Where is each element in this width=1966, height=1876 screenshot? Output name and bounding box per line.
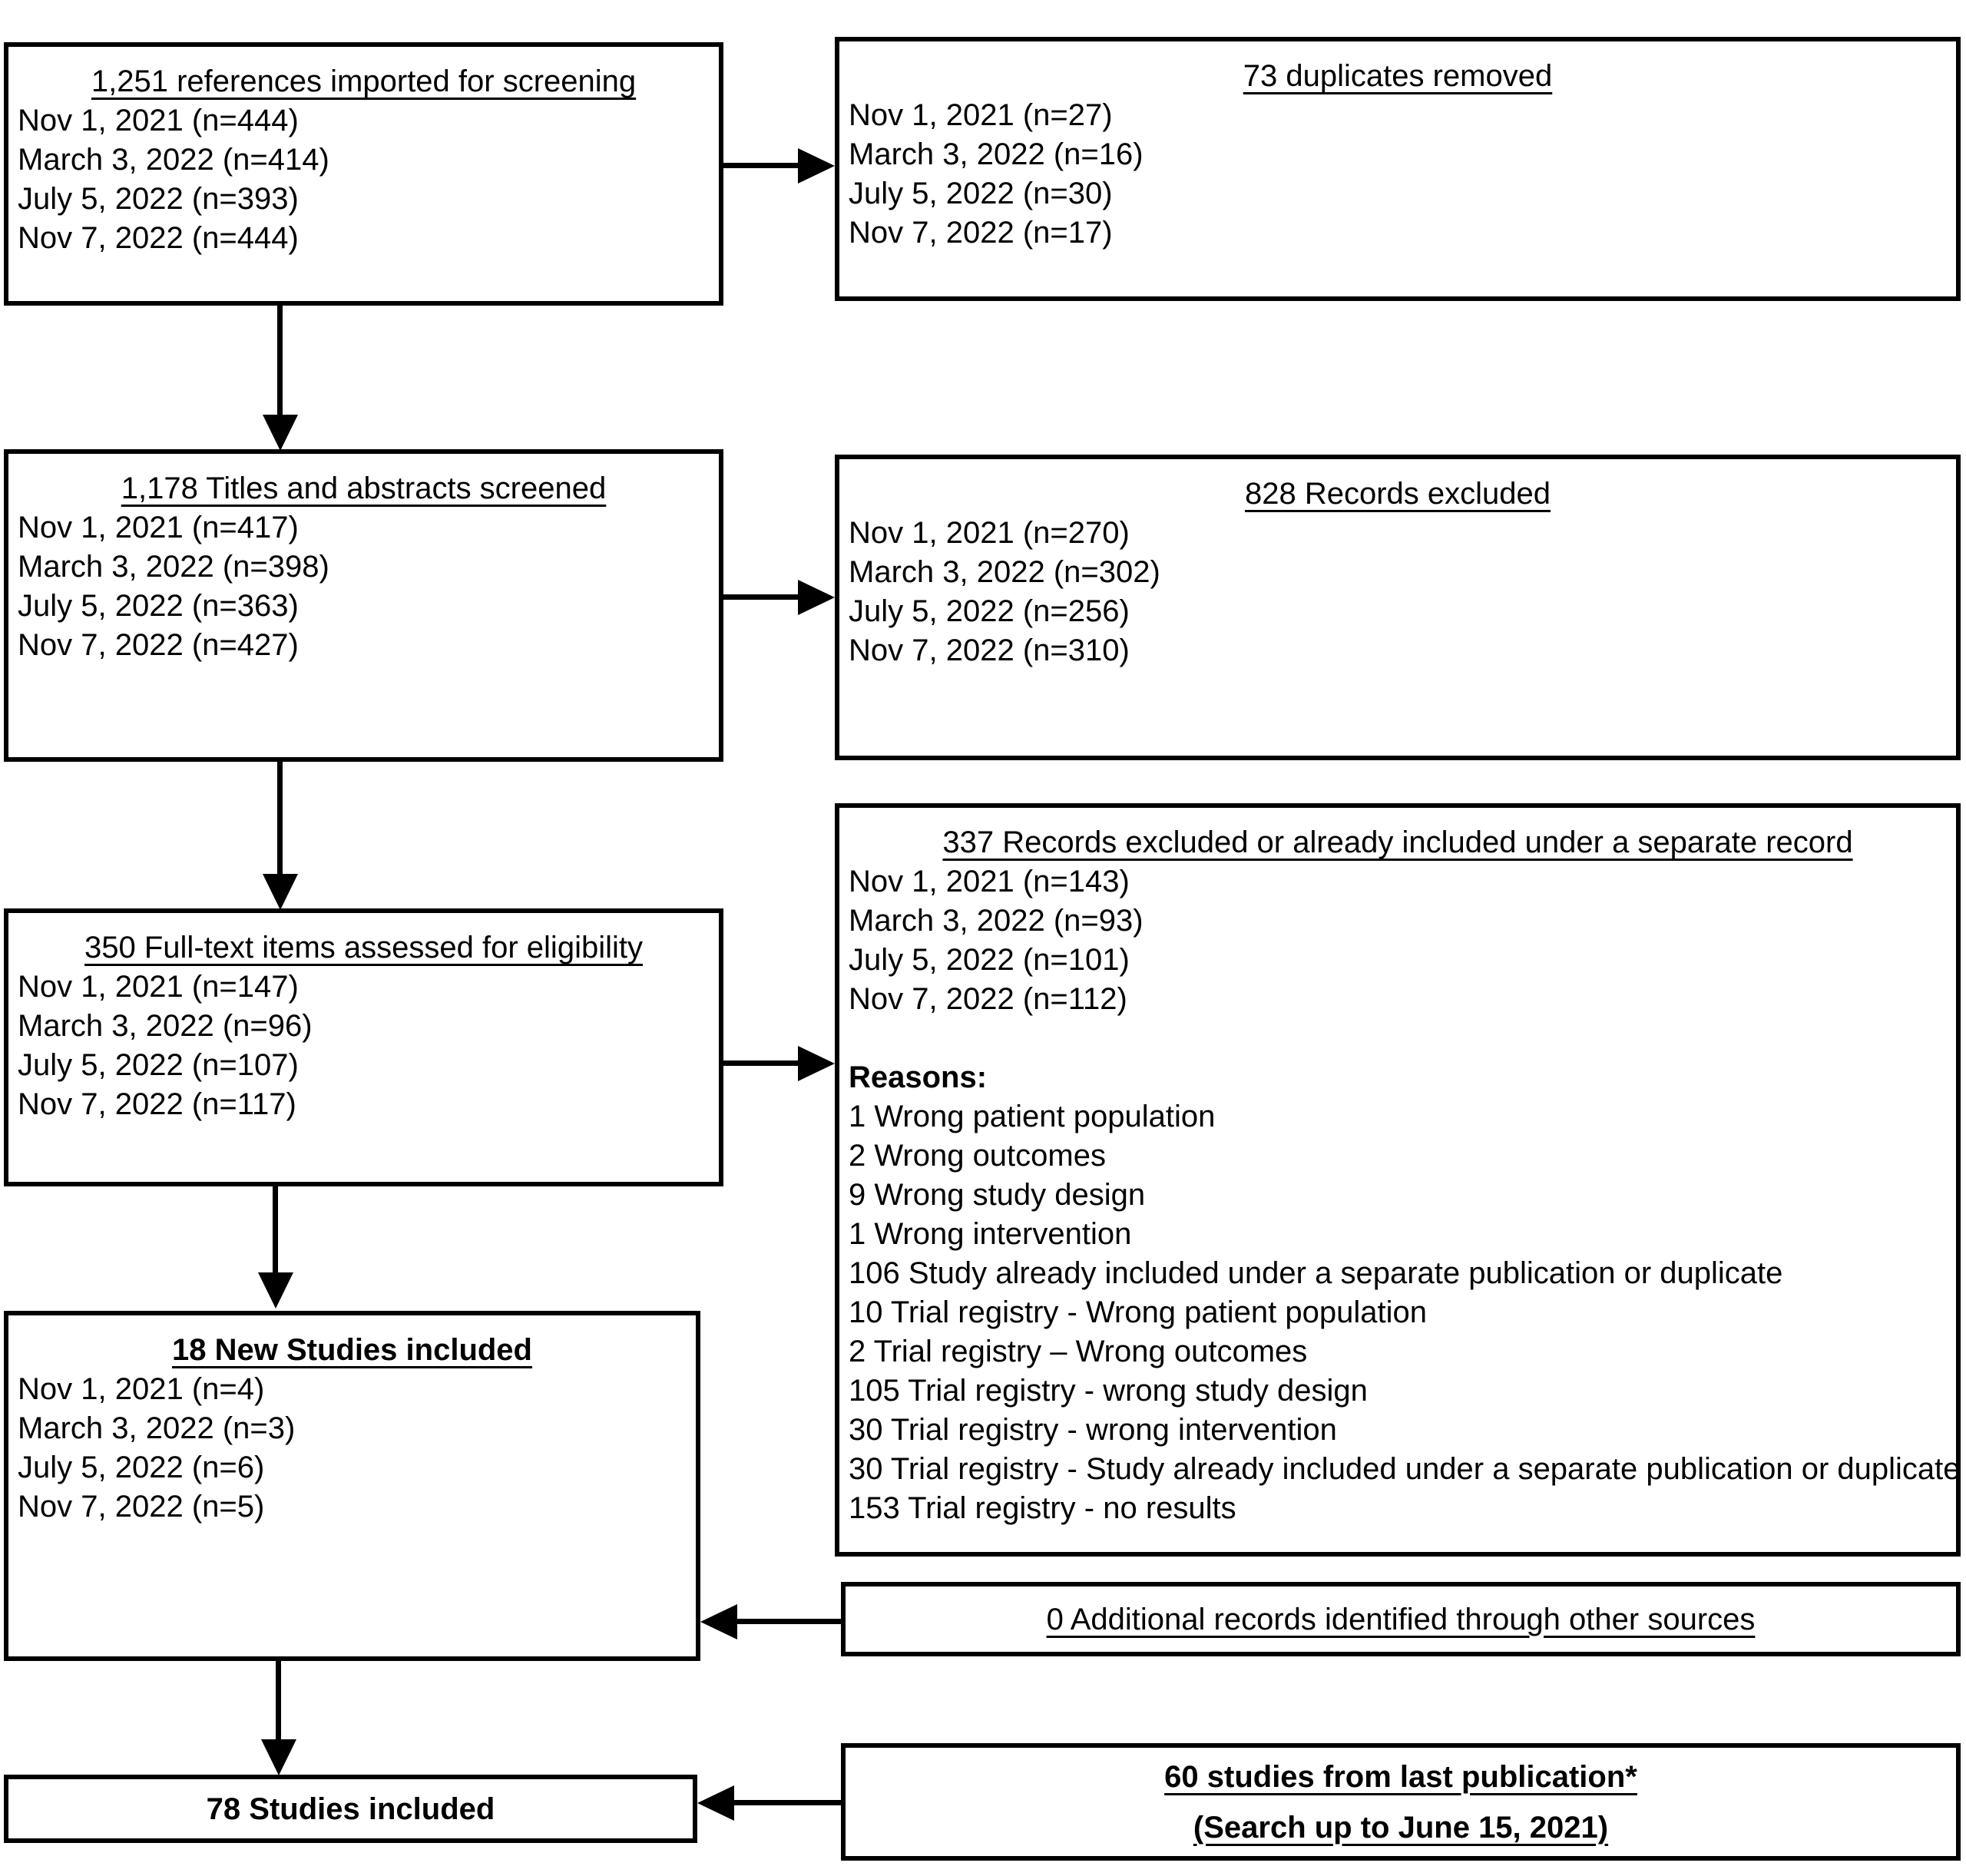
- reason-item: 1 Wrong intervention: [849, 1217, 1132, 1251]
- reason-item: 2 Wrong outcomes: [849, 1139, 1106, 1173]
- date-count-line: Nov 1, 2021 (n=417): [18, 511, 299, 544]
- arrow-additional-to-new-studies-head: [700, 1604, 737, 1639]
- box-last-publication-title-line2: (Search up to June 15, 2021): [1193, 1802, 1608, 1853]
- reason-item: 10 Trial registry - Wrong patient popula…: [849, 1295, 1427, 1329]
- box-fulltext-excluded-lines: Nov 1, 2021 (n=143) March 3, 2022 (n=93)…: [839, 862, 1956, 1019]
- reason-item: 9 Wrong study design: [849, 1178, 1146, 1212]
- box-titles-screened-lines: Nov 1, 2021 (n=417) March 3, 2022 (n=398…: [8, 508, 719, 665]
- date-count-line: July 5, 2022 (n=6): [18, 1451, 265, 1484]
- date-count-line: July 5, 2022 (n=256): [849, 594, 1130, 628]
- date-count-line: Nov 1, 2021 (n=143): [849, 865, 1130, 898]
- box-records-excluded: 828 Records excluded Nov 1, 2021 (n=270)…: [835, 455, 1961, 760]
- arrow-imported-to-duplicates-head: [798, 148, 835, 184]
- box-records-excluded-title: 828 Records excluded: [839, 475, 1956, 514]
- arrow-screened-to-fulltext-head: [263, 874, 298, 910]
- box-fulltext-assessed-title: 350 Full-text items assessed for eligibi…: [8, 928, 719, 968]
- box-references-imported: 1,251 references imported for screening …: [4, 42, 723, 306]
- box-titles-screened-title: 1,178 Titles and abstracts screened: [8, 469, 719, 508]
- date-count-line: Nov 1, 2021 (n=147): [18, 970, 299, 1004]
- box-last-publication-title-line1: 60 studies from last publication*: [1164, 1752, 1637, 1802]
- arrow-fulltext-to-fulltext-excluded-line: [723, 1060, 800, 1066]
- date-count-line: March 3, 2022 (n=414): [18, 143, 329, 177]
- box-fulltext-assessed-title-text: 350 Full-text items assessed for eligibi…: [84, 931, 643, 964]
- arrow-fulltext-to-new-studies-head: [258, 1272, 293, 1309]
- date-count-line: Nov 1, 2021 (n=4): [18, 1372, 265, 1406]
- date-count-line: Nov 7, 2022 (n=5): [18, 1490, 265, 1524]
- box-fulltext-excluded-title-text: 337 Records excluded or already included…: [942, 826, 1853, 859]
- box-last-publication-title-line1-text: 60 studies from last publication*: [1164, 1759, 1637, 1794]
- date-count-line: Nov 1, 2021 (n=270): [849, 516, 1130, 550]
- arrow-last-publication-to-total-head: [697, 1785, 734, 1821]
- reason-item: 153 Trial registry - no results: [849, 1491, 1236, 1525]
- box-fulltext-assessed-lines: Nov 1, 2021 (n=147) March 3, 2022 (n=96)…: [8, 968, 719, 1124]
- box-fulltext-assessed: 350 Full-text items assessed for eligibi…: [4, 908, 723, 1186]
- box-titles-screened: 1,178 Titles and abstracts screened Nov …: [4, 449, 723, 762]
- box-last-publication: 60 studies from last publication* (Searc…: [841, 1743, 1961, 1861]
- exclusion-reasons: Reasons: 1 Wrong patient population 2 Wr…: [839, 1058, 1961, 1528]
- box-additional-records-title: 0 Additional records identified through …: [1047, 1594, 1756, 1645]
- arrow-screened-to-fulltext-line: [277, 762, 283, 877]
- date-count-line: Nov 7, 2022 (n=427): [18, 628, 299, 662]
- date-count-line: Nov 1, 2021 (n=27): [849, 98, 1113, 132]
- date-count-line: March 3, 2022 (n=3): [18, 1411, 296, 1445]
- box-references-imported-title-text: 1,251 references imported for screening: [91, 65, 637, 98]
- date-count-line: Nov 7, 2022 (n=444): [18, 221, 299, 255]
- box-new-studies-included-lines: Nov 1, 2021 (n=4) March 3, 2022 (n=3) Ju…: [8, 1370, 696, 1527]
- arrow-imported-to-screened-head: [263, 415, 298, 451]
- box-records-excluded-title-text: 828 Records excluded: [1244, 477, 1551, 511]
- reason-item: 2 Trial registry – Wrong outcomes: [849, 1335, 1308, 1368]
- date-count-line: March 3, 2022 (n=16): [849, 137, 1144, 171]
- arrow-fulltext-to-new-studies-line: [273, 1186, 278, 1275]
- box-studies-included-total: 78 Studies included: [4, 1775, 697, 1843]
- date-count-line: July 5, 2022 (n=101): [849, 943, 1130, 977]
- box-duplicates-removed: 73 duplicates removed Nov 1, 2021 (n=27)…: [835, 37, 1961, 301]
- box-studies-included-total-title: 78 Studies included: [206, 1792, 495, 1826]
- box-new-studies-included-title: 18 New Studies included: [8, 1331, 696, 1370]
- reason-item: 106 Study already included under a separ…: [849, 1256, 1783, 1290]
- box-additional-records-title-text: 0 Additional records identified through …: [1046, 1602, 1756, 1636]
- box-duplicates-removed-title: 73 duplicates removed: [839, 57, 1956, 96]
- box-last-publication-title-line2-text: (Search up to June 15, 2021): [1193, 1810, 1609, 1845]
- reason-item: 1 Wrong patient population: [849, 1100, 1216, 1133]
- box-titles-screened-title-text: 1,178 Titles and abstracts screened: [121, 471, 607, 505]
- box-additional-records: 0 Additional records identified through …: [841, 1582, 1961, 1656]
- date-count-line: July 5, 2022 (n=393): [18, 182, 299, 216]
- arrow-imported-to-screened-line: [277, 306, 283, 417]
- arrow-screened-to-excluded-head: [798, 580, 835, 615]
- date-count-line: July 5, 2022 (n=363): [18, 589, 299, 623]
- date-count-line: Nov 7, 2022 (n=117): [18, 1087, 296, 1121]
- box-records-excluded-lines: Nov 1, 2021 (n=270) March 3, 2022 (n=302…: [839, 514, 1956, 670]
- date-count-line: Nov 7, 2022 (n=310): [849, 634, 1130, 667]
- date-count-line: Nov 1, 2021 (n=444): [18, 104, 299, 137]
- arrow-fulltext-to-fulltext-excluded-head: [798, 1046, 835, 1081]
- reasons-label: Reasons:: [849, 1060, 988, 1094]
- arrow-new-studies-to-total-head: [261, 1739, 296, 1775]
- reason-item: 105 Trial registry - wrong study design: [849, 1374, 1368, 1408]
- box-new-studies-included-title-text: 18 New Studies included: [171, 1333, 532, 1367]
- box-references-imported-title: 1,251 references imported for screening: [8, 62, 719, 101]
- arrow-additional-to-new-studies-line: [735, 1619, 842, 1624]
- date-count-line: Nov 7, 2022 (n=112): [849, 982, 1127, 1016]
- arrow-new-studies-to-total-line: [276, 1661, 281, 1742]
- box-duplicates-removed-title-text: 73 duplicates removed: [1243, 59, 1553, 93]
- date-count-line: March 3, 2022 (n=96): [18, 1009, 313, 1043]
- box-duplicates-removed-lines: Nov 1, 2021 (n=27) March 3, 2022 (n=16) …: [839, 96, 1956, 253]
- arrow-last-publication-to-total-line: [732, 1800, 842, 1805]
- date-count-line: March 3, 2022 (n=398): [18, 550, 329, 584]
- box-fulltext-excluded-title: 337 Records excluded or already included…: [839, 823, 1956, 862]
- date-count-line: Nov 7, 2022 (n=17): [849, 216, 1113, 250]
- box-references-imported-lines: Nov 1, 2021 (n=444) March 3, 2022 (n=414…: [8, 101, 719, 258]
- date-count-line: July 5, 2022 (n=107): [18, 1048, 299, 1082]
- arrow-screened-to-excluded-line: [723, 594, 800, 600]
- box-fulltext-excluded: 337 Records excluded or already included…: [835, 803, 1961, 1557]
- arrow-imported-to-duplicates-line: [723, 163, 800, 168]
- reason-item: 30 Trial registry - wrong intervention: [849, 1413, 1337, 1447]
- date-count-line: March 3, 2022 (n=93): [849, 904, 1144, 938]
- reason-item: 30 Trial registry - Study already includ…: [849, 1452, 1961, 1486]
- box-new-studies-included: 18 New Studies included Nov 1, 2021 (n=4…: [4, 1311, 700, 1661]
- date-count-line: July 5, 2022 (n=30): [849, 177, 1113, 210]
- date-count-line: March 3, 2022 (n=302): [849, 555, 1160, 589]
